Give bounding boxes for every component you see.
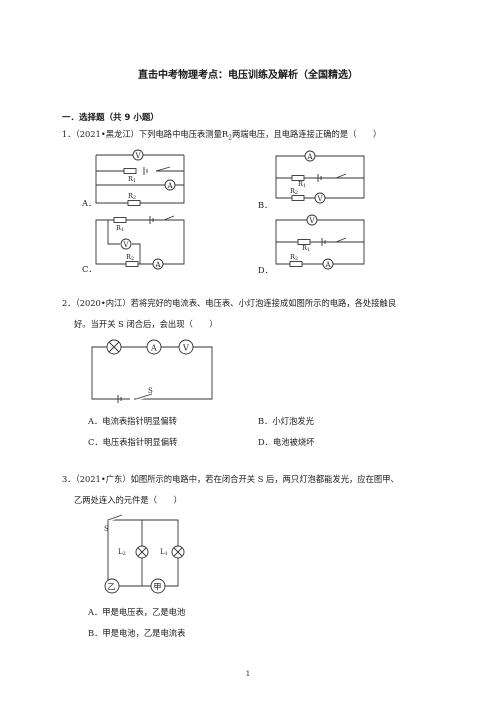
q1-circuit-c: R1 V R2 A — [95, 215, 185, 270]
section-heading: 一．选择题（共 9 小题） — [62, 113, 159, 123]
question-2-stem-line-1: 2．（2020•内江）若将完好的电流表、电压表、小灯泡连接成如图所示的电路，各处… — [62, 298, 397, 308]
svg-text:R2: R2 — [126, 253, 134, 262]
q3-circuit: S L2 L1 乙 甲 — [104, 514, 185, 594]
svg-text:V: V — [123, 241, 130, 249]
q3-option-a[interactable]: A．甲是电压表，乙是电池 — [88, 607, 186, 617]
page-title: 直击中考物理考点：电压训练及解析（全国精选） — [138, 70, 358, 81]
q1-option-c[interactable]: C． — [82, 264, 97, 274]
svg-text:A: A — [307, 153, 314, 161]
svg-text:L1: L1 — [160, 548, 168, 557]
svg-text:A: A — [150, 344, 157, 353]
svg-text:S: S — [148, 387, 153, 395]
svg-text:A: A — [325, 261, 332, 269]
q3-option-b[interactable]: B．甲是电池，乙是电流表 — [88, 628, 186, 638]
q2-circuit: A V S — [91, 339, 213, 403]
question-1-stem: 1．（2021•黑龙江）下列电路中电压表测量R2两端电压，且电路连接正确的是（ … — [62, 129, 382, 142]
question-2-stem-line-2: 好。当开关 S 闭合后，会出现（ ） — [74, 319, 218, 329]
q2-option-a[interactable]: A．电流表指针明显偏转 — [88, 416, 177, 426]
page-number: 1 — [245, 670, 251, 678]
svg-text:R1: R1 — [298, 180, 306, 189]
q1-option-d[interactable]: D． — [258, 265, 273, 275]
svg-text:V: V — [317, 195, 324, 203]
q2-option-c[interactable]: C．电压表指针明显偏转 — [88, 437, 178, 447]
bulb-icon — [173, 547, 183, 557]
q2-option-d[interactable]: D．电池被烧坏 — [258, 437, 315, 447]
q1-circuit-d: V R1 R2 A — [275, 214, 365, 270]
question-3-stem-line-1: 3．（2021•广东）如图所示的电路中，若在闭合开关 S 后，两只灯泡都能发光，… — [62, 474, 399, 484]
svg-text:R1: R1 — [302, 244, 310, 253]
svg-text:V: V — [182, 344, 189, 353]
bulb-icon — [137, 547, 147, 557]
svg-text:R1: R1 — [128, 175, 136, 184]
svg-text:L2: L2 — [118, 548, 126, 557]
svg-text:A: A — [155, 261, 162, 269]
svg-text:V: V — [135, 152, 142, 160]
svg-text:R2: R2 — [290, 187, 298, 196]
q1-option-a[interactable]: A． — [82, 198, 97, 208]
question-3-stem-line-2: 乙两处连入的元件是（ ） — [74, 495, 182, 505]
svg-text:S: S — [104, 525, 109, 533]
svg-text:R2: R2 — [128, 192, 136, 201]
svg-text:A: A — [167, 182, 174, 190]
svg-text:甲: 甲 — [154, 583, 162, 592]
q2-option-b[interactable]: B．小灯泡发光 — [258, 416, 314, 426]
q1-option-b[interactable]: B． — [258, 200, 273, 210]
bulb-icon — [108, 341, 120, 353]
q1-circuit-a: V R1 A R2 — [95, 149, 185, 206]
svg-text:乙: 乙 — [108, 583, 116, 592]
svg-text:R1: R1 — [116, 224, 124, 233]
q1-circuit-b: A R1 R2 V — [275, 150, 365, 204]
svg-text:V: V — [309, 217, 316, 225]
svg-text:R2: R2 — [290, 253, 298, 262]
